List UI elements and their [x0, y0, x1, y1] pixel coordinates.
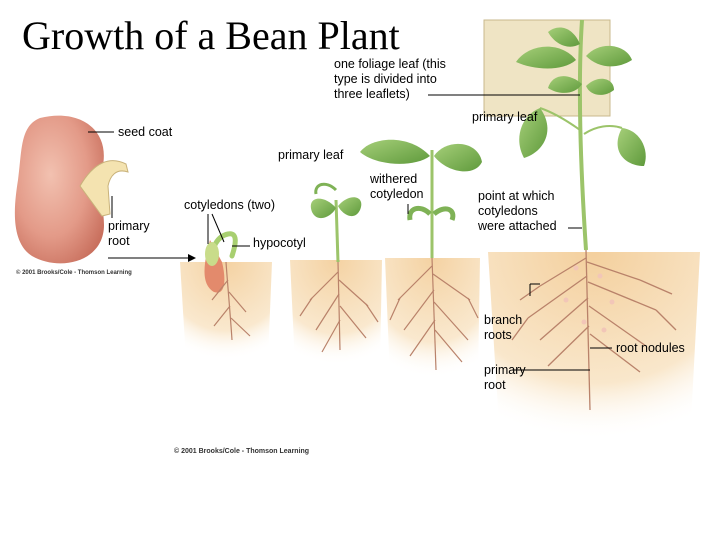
page-title: Growth of a Bean Plant: [22, 13, 400, 58]
young-seedling: [299, 182, 379, 353]
label-foliage-leaf: one foliage leaf (this type is divided i…: [334, 57, 446, 101]
bean-seed: [14, 115, 129, 264]
label-branch-roots: branch roots: [484, 313, 523, 342]
label-attachment-point: point at which cotyledons were attached: [478, 189, 557, 233]
germinating-seedling: [204, 231, 251, 341]
label-primary-root-plant: primary root: [484, 363, 526, 392]
label-hypocotyl: hypocotyl: [253, 236, 306, 250]
leader-lines: [88, 94, 612, 371]
label-withered-cotyledon: withered cotyledon: [370, 172, 424, 201]
label-seed-coat: seed coat: [118, 125, 173, 139]
label-primary-leaf-2: primary leaf: [472, 110, 538, 124]
label-root-nodules: root nodules: [616, 341, 685, 355]
seedling-with-primary-leaves: [360, 139, 482, 371]
main-copyright: © 2001 Brooks/Cole - Thomson Learning: [174, 448, 310, 455]
label-cotyledons: cotyledons (two): [184, 198, 276, 212]
seed-copyright: © 2001 Brooks/Cole - Thomson Learning: [16, 270, 132, 276]
mature-bean-plant: [511, 19, 677, 411]
label-primary-leaf-1: primary leaf: [278, 148, 344, 162]
label-primary-root-seed: primary root: [108, 219, 150, 248]
